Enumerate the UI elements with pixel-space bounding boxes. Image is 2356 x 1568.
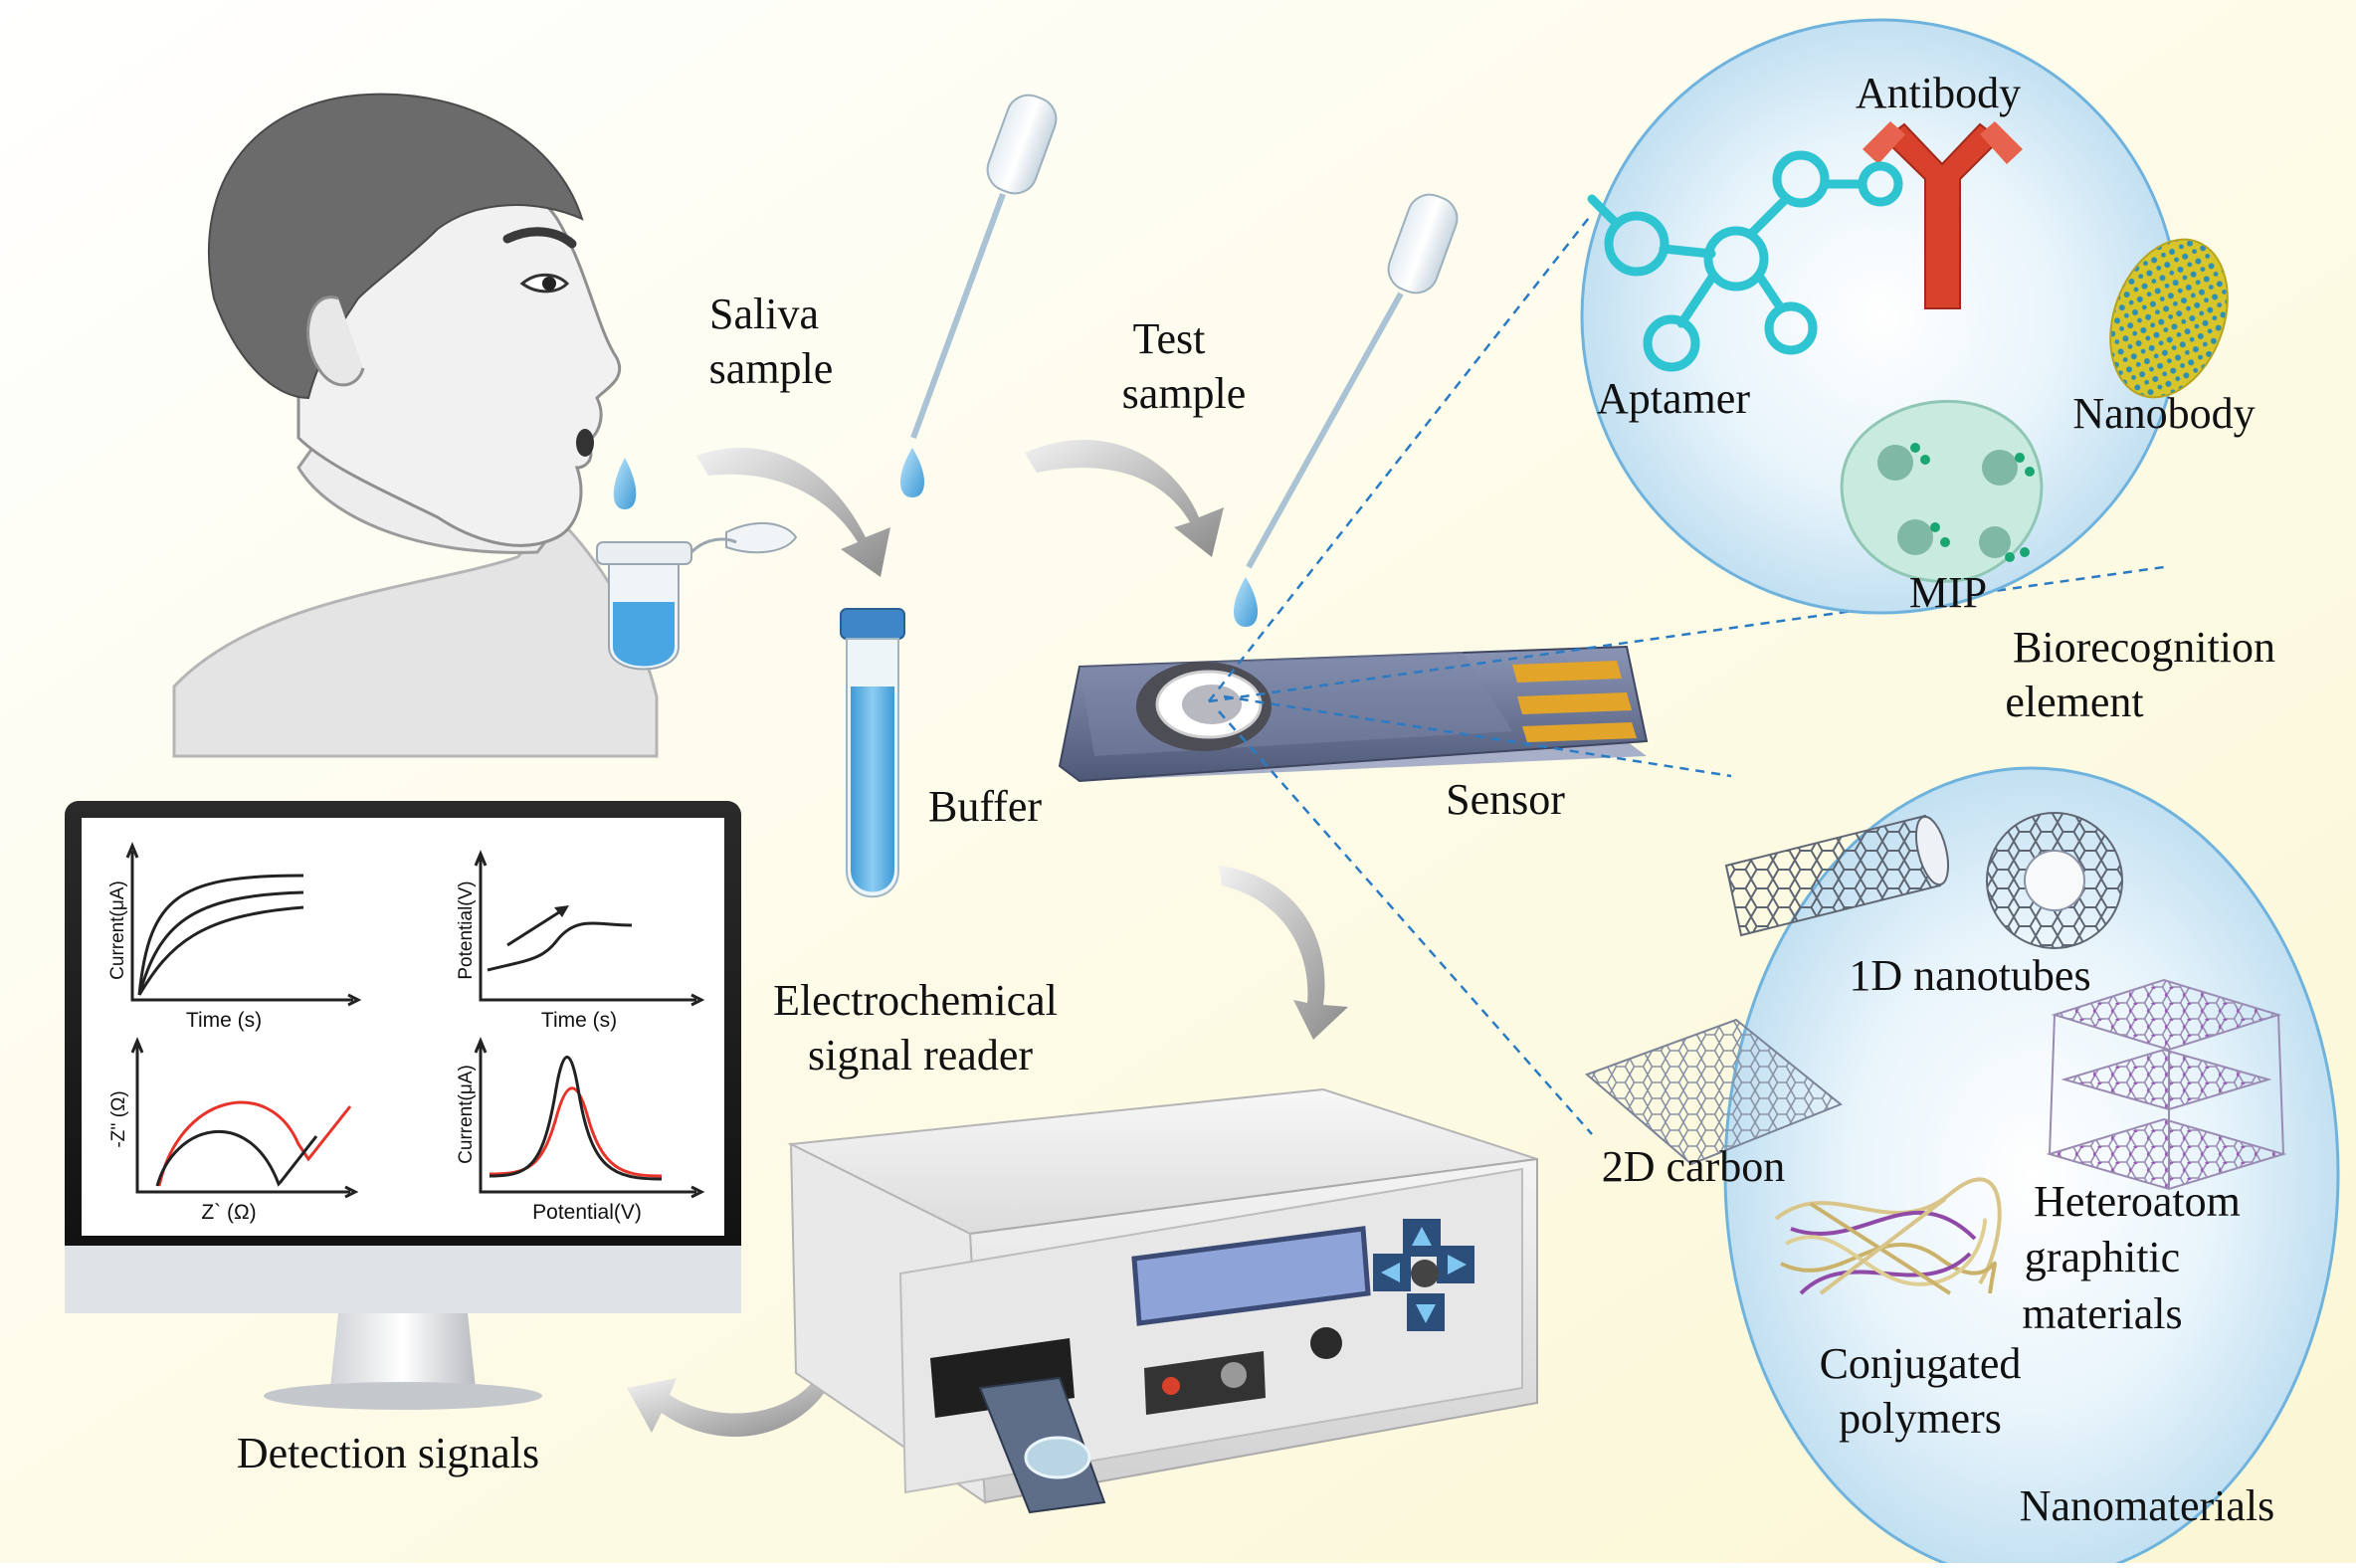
person-illustration	[172, 93, 659, 758]
nanomaterials-circle: 1D nanotubes 2D carbon Heteroatom graphi…	[1585, 766, 2340, 1568]
monitor: Time (s) Current(μA) Time (s) Potential(…	[65, 801, 741, 1410]
polymers-label-line2: polymers	[1839, 1394, 2002, 1443]
antibody-label: Antibody	[1856, 69, 2021, 117]
arrow-icon-4	[627, 1378, 831, 1437]
nanomaterials-label: Nanomaterials	[2020, 1481, 2275, 1530]
plot-nyquist: Z` (Ω) -Z'' (Ω)	[108, 1037, 359, 1224]
saliva-label-line2: sample	[709, 344, 834, 393]
carbon-label: 2D carbon	[1602, 1142, 1786, 1191]
polymers-label-line1: Conjugated	[1820, 1339, 2022, 1388]
saliva-drop-icon	[613, 458, 637, 509]
direction-pad-icon	[1373, 1219, 1474, 1331]
pipette-icon-2	[1233, 193, 1459, 627]
saliva-label-line1: Saliva	[709, 290, 819, 338]
heteroatom-label-line1: Heteroatom	[2034, 1177, 2241, 1226]
dashed-connectors	[1208, 213, 2165, 1135]
antibody-icon	[1863, 121, 2023, 309]
plot-dpv: Potential(V) Current(μA)	[456, 1037, 705, 1224]
biorecognition-circle: Antibody Aptamer Nanobody MIP	[1580, 18, 2256, 617]
nanotube-icon	[1724, 814, 1950, 937]
mip-icon	[1840, 399, 2044, 583]
nanotubes-label: 1D nanotubes	[1849, 951, 2090, 1000]
mip-label: MIP	[1909, 568, 1987, 617]
heteroatom-label-line3: materials	[2022, 1289, 2182, 1338]
arrow-icon-1	[696, 448, 890, 577]
polymer-tangle-icon	[1774, 1177, 2002, 1295]
biorecognition-label-line1: Biorecognition	[2013, 623, 2275, 672]
buffer-tube-icon	[840, 608, 905, 898]
graphene-sheet-icon	[1585, 1018, 1843, 1166]
heteroatom-stack-icon	[2046, 978, 2287, 1191]
plot4-ylabel: Current(μA)	[456, 1065, 477, 1164]
test-label-line1: Test	[1133, 314, 1206, 363]
detection-signals-label: Detection signals	[237, 1429, 539, 1477]
plot3-xlabel: Z` (Ω)	[201, 1201, 256, 1224]
biorecognition-label-line2: element	[2005, 678, 2143, 726]
sensor-strip-icon	[1058, 645, 1649, 783]
plot-potential-time: Time (s) Potential(V)	[456, 850, 705, 1032]
aptamer-label: Aptamer	[1597, 374, 1750, 423]
plot1-ylabel: Current(μA)	[107, 881, 128, 980]
pipette-icon-1	[899, 94, 1058, 497]
nanobody-label: Nanobody	[2072, 389, 2255, 438]
plot3-ylabel: -Z'' (Ω)	[108, 1090, 129, 1147]
plot-current-time: Time (s) Current(μA)	[107, 842, 362, 1032]
eppendorf-tube-icon	[596, 521, 798, 671]
nanobody-icon	[2109, 238, 2229, 399]
arrow-icon-3	[1219, 866, 1348, 1040]
nanotube-end-icon	[1986, 812, 2123, 949]
reader-label-line1: Electrochemical	[773, 976, 1058, 1025]
plot2-xlabel: Time (s)	[541, 1009, 617, 1032]
heteroatom-label-line2: graphitic	[2025, 1233, 2180, 1281]
plot2-ylabel: Potential(V)	[456, 881, 477, 979]
test-label-line2: sample	[1122, 369, 1247, 418]
arrow-icon-2	[1025, 439, 1224, 557]
signal-reader-device	[787, 1087, 1538, 1514]
aptamer-icon	[1587, 150, 1903, 372]
sensor-label: Sensor	[1446, 775, 1565, 824]
plot4-xlabel: Potential(V)	[532, 1201, 642, 1224]
plot1-xlabel: Time (s)	[186, 1009, 262, 1032]
buffer-label: Buffer	[928, 782, 1042, 831]
reader-label-line2: signal reader	[808, 1031, 1033, 1079]
